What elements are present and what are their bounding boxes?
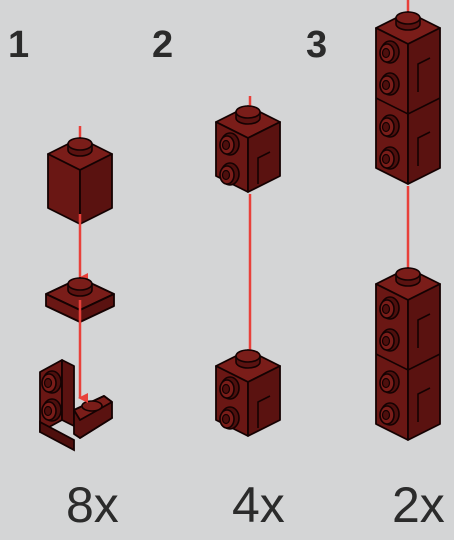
step-1-multiplier: 8x: [66, 477, 119, 533]
step-3-multiplier: 2x: [392, 477, 445, 533]
side-stud-brick-top: [216, 106, 280, 192]
step-2-parts: [216, 96, 280, 436]
bracket-1x1: [39, 359, 113, 452]
brick-1x1: [47, 137, 113, 225]
column-top: [376, 12, 440, 184]
step-1-parts: [39, 126, 115, 452]
step-2-number: 2: [152, 24, 174, 66]
step-3-parts: [376, 0, 440, 440]
column-bottom: [376, 268, 440, 440]
step-2-multiplier: 4x: [232, 477, 285, 533]
step-1-number: 1: [8, 24, 30, 66]
side-stud-brick-bottom: [216, 350, 280, 436]
step-3-number: 3: [306, 24, 328, 66]
